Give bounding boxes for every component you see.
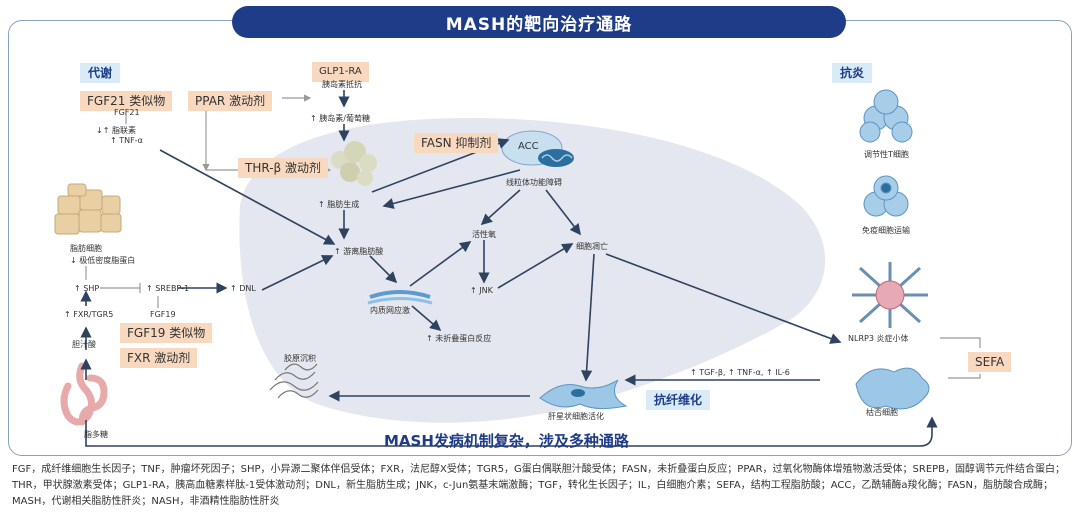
node-bile-acid: 胆汁酸 — [72, 340, 96, 349]
fat-droplets-icon — [331, 141, 377, 186]
node-lipogenesis: ↑ 脂肪生成 — [318, 200, 360, 209]
node-cytokines: ↑ TGF-β, ↑ TNF-α, ↑ IL-6 — [690, 368, 790, 377]
liver-shape — [239, 118, 826, 423]
node-vldl: ↓ 极低密度脂蛋白 — [70, 256, 136, 265]
node-hsc-activation: 肝星状细胞活化 — [548, 412, 604, 421]
lps-loop-arrow — [85, 416, 938, 447]
drug-fasn-inhibitor: FASN 抑制剂 — [414, 133, 499, 153]
section-metabolism: 代谢 — [80, 63, 121, 83]
node-kupffer-cell: 枯否细胞 — [866, 408, 898, 417]
node-fgf21: FGF21 — [114, 108, 140, 117]
node-unfolded-protein-response: ↑ 未折叠蛋白反应 — [426, 334, 492, 343]
node-fgf19: FGF19 — [150, 310, 176, 319]
page-title: MASH的靶向治疗通路 — [232, 6, 846, 38]
node-ros: 活性氧 — [472, 230, 496, 239]
node-treg: 调节性T细胞 — [864, 150, 909, 159]
node-immune-trafficking: 免疫细胞运输 — [862, 226, 910, 235]
drug-thr-beta-agonist: THR-β 激动剂 — [238, 158, 329, 178]
node-insulin-glucose: ↑ 胰岛素/葡萄糖 — [310, 114, 370, 123]
node-shp: ↑ SHP — [74, 284, 100, 293]
kupffer-cell-icon — [855, 367, 930, 410]
node-acc: ACC — [518, 141, 539, 152]
node-free-fatty-acid: ↑ 游离脂肪酸 — [334, 247, 384, 256]
node-adiponectin: ↓↑ 脂联素 — [96, 126, 136, 135]
bottom-title: MASH发病机制复杂，涉及多种通路 — [384, 432, 629, 450]
node-jnk: ↑ JNK — [470, 286, 493, 295]
drug-glp1-ra: GLP1-RA — [312, 62, 369, 82]
abbreviation-footnote: FGF，成纤维细胞生长因子；TNF，肿瘤坏死因子；SHP，小异源二聚体伴侣受体；… — [12, 464, 1066, 507]
node-er-stress: 内质网应激 — [370, 306, 410, 315]
drug-fgf21-analog: FGF21 类似物 — [80, 91, 173, 111]
node-tnf-alpha: ↑ TNF-α — [110, 136, 143, 145]
node-fxr-tgr5: ↑ FXR/TGR5 — [64, 310, 114, 319]
drug-ppar-agonist: PPAR 激动剂 — [188, 91, 273, 111]
section-anti-fibrosis: 抗纤维化 — [646, 390, 711, 410]
node-adipocyte: 脂肪细胞 — [70, 244, 102, 253]
immune-cell-icon — [863, 175, 909, 217]
er-icon — [367, 290, 433, 305]
node-dnl: ↑ DNL — [230, 284, 256, 293]
intestine-icon — [60, 362, 108, 426]
node-srebp1: ↑ SREBP-1 — [146, 284, 190, 293]
node-nlrp3: NLRP3 炎症小体 — [848, 334, 909, 343]
treg-cell-icon — [859, 89, 913, 143]
node-lipopolysaccharide: 脂多糖 — [84, 430, 108, 439]
drug-sefa: SEFA — [968, 352, 1012, 372]
adipocyte-cluster-icon — [54, 183, 122, 235]
collagen-fibers-icon — [269, 363, 319, 399]
drug-fxr-agonist: FXR 激动剂 — [120, 348, 198, 368]
node-mitochondrial-dysfunction: 线粒体功能障碍 — [506, 178, 562, 187]
node-collagen-deposition: 胶原沉积 — [284, 354, 316, 363]
section-anti-inflammation: 抗炎 — [832, 63, 873, 83]
pathway-arrows — [80, 90, 842, 402]
node-insulin-resistance: 胰岛素抵抗 — [322, 80, 362, 89]
node-apoptosis: 细胞凋亡 — [576, 242, 608, 251]
drug-fgf19-analog: FGF19 类似物 — [120, 323, 213, 343]
sefa-bracket — [940, 337, 981, 379]
mitochondria-icon — [501, 130, 574, 167]
nlrp3-inflammasome-icon — [852, 262, 928, 328]
